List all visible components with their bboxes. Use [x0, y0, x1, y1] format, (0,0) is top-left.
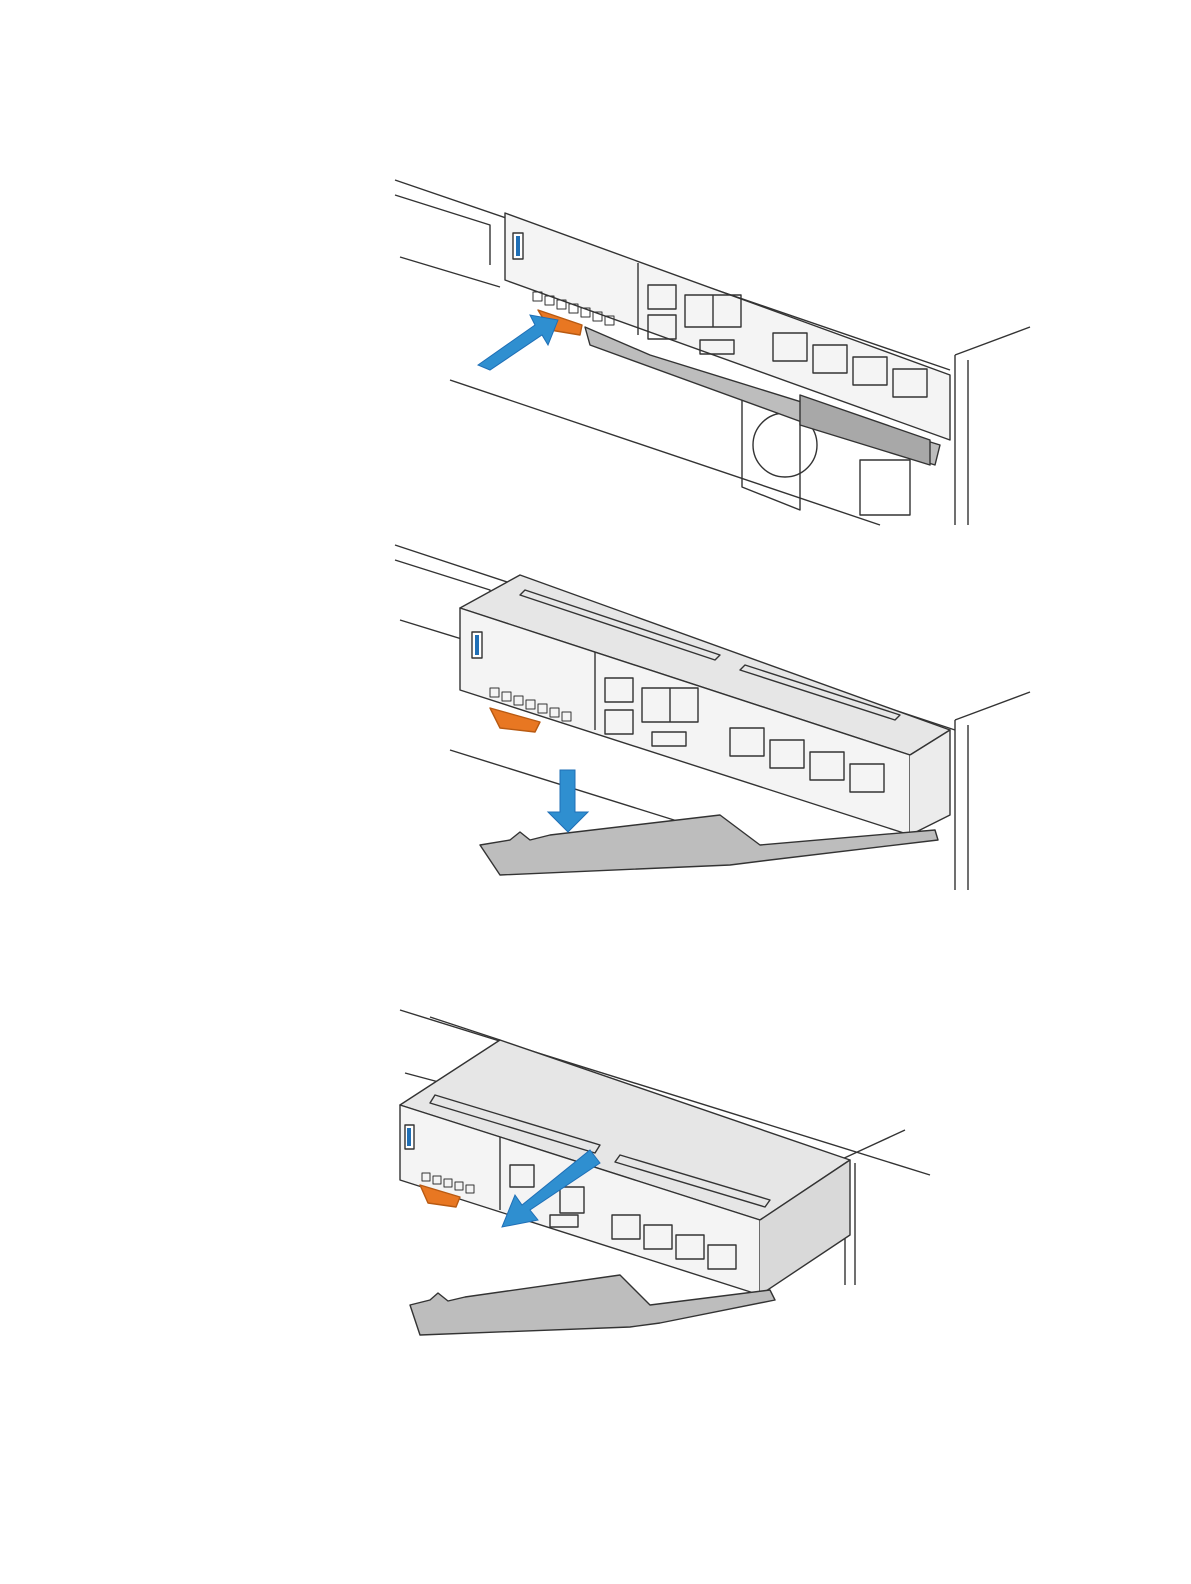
enclosure-side-edge [955, 355, 968, 525]
status-led-icon [475, 635, 479, 655]
release-handle [480, 815, 938, 875]
step-3-pull-module [390, 1005, 1040, 1365]
step-1-illustration [390, 175, 1040, 535]
status-led-icon [516, 236, 520, 256]
enclosure-side-top [955, 327, 1030, 355]
step-2-lower-handle [390, 540, 1040, 900]
enclosure-side-top [955, 692, 1030, 720]
enclosure-slot [395, 195, 490, 265]
push-arrow-icon [478, 315, 558, 370]
status-led-icon [407, 1128, 411, 1146]
enclosure-side-edge [955, 720, 968, 890]
step-2-illustration [390, 540, 1040, 900]
down-arrow-icon [548, 770, 588, 832]
step-3-illustration [390, 1005, 1040, 1365]
enclosure-rail [400, 257, 500, 287]
step-1-release-latch [390, 175, 1040, 535]
enclosure-side-top [840, 1130, 905, 1160]
enclosure-rail [400, 620, 465, 640]
release-handle [410, 1275, 775, 1335]
power-socket-icon [860, 460, 910, 515]
